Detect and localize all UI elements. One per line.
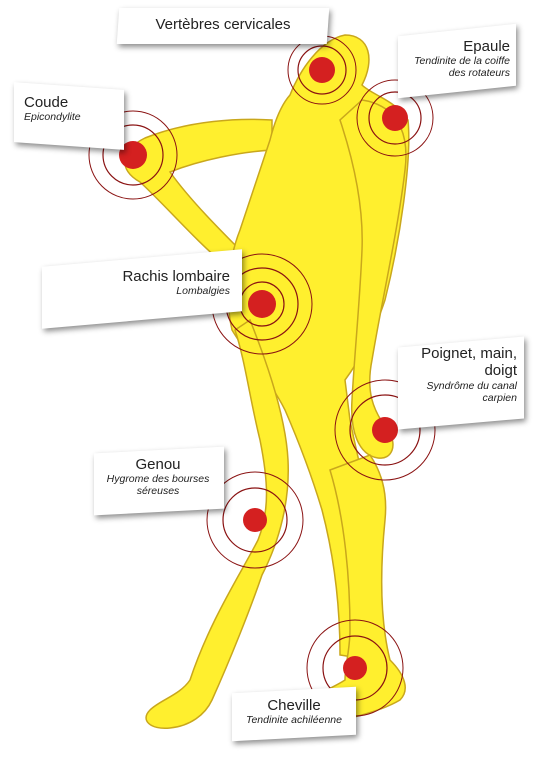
label-knee-title: Genou bbox=[96, 456, 220, 473]
label-ankle: Cheville Tendinite achiléenne bbox=[234, 697, 354, 726]
label-lumbar: Rachis lombaire Lombalgies bbox=[50, 268, 230, 297]
label-cervical: Vertèbres cervicales bbox=[128, 16, 318, 33]
label-knee: Genou Hygrome des bourses séreuses bbox=[96, 456, 220, 497]
label-lumbar-title: Rachis lombaire bbox=[50, 268, 230, 285]
label-shoulder-subtitle: Tendinite de la coiffe des rotateurs bbox=[402, 55, 510, 79]
label-shoulder: Epaule Tendinite de la coiffe des rotate… bbox=[402, 38, 510, 79]
label-elbow-title: Coude bbox=[24, 94, 119, 111]
label-knee-subtitle: Hygrome des bourses séreuses bbox=[96, 473, 220, 497]
label-wrist: Poignet, main, doigt Syndrôme du canal c… bbox=[402, 345, 517, 404]
label-wrist-title: Poignet, main, doigt bbox=[402, 345, 517, 380]
label-cervical-title: Vertèbres cervicales bbox=[128, 16, 318, 33]
label-lumbar-subtitle: Lombalgies bbox=[50, 285, 230, 297]
label-shoulder-title: Epaule bbox=[402, 38, 510, 55]
back-leg bbox=[146, 320, 288, 728]
label-elbow: Coude Epicondylite bbox=[24, 94, 119, 123]
label-ankle-subtitle: Tendinite achiléenne bbox=[234, 714, 354, 726]
hotspot-cervical bbox=[288, 36, 356, 104]
label-wrist-subtitle: Syndrôme du canal carpien bbox=[402, 380, 517, 404]
label-ankle-title: Cheville bbox=[234, 697, 354, 714]
label-elbow-subtitle: Epicondylite bbox=[24, 111, 119, 123]
